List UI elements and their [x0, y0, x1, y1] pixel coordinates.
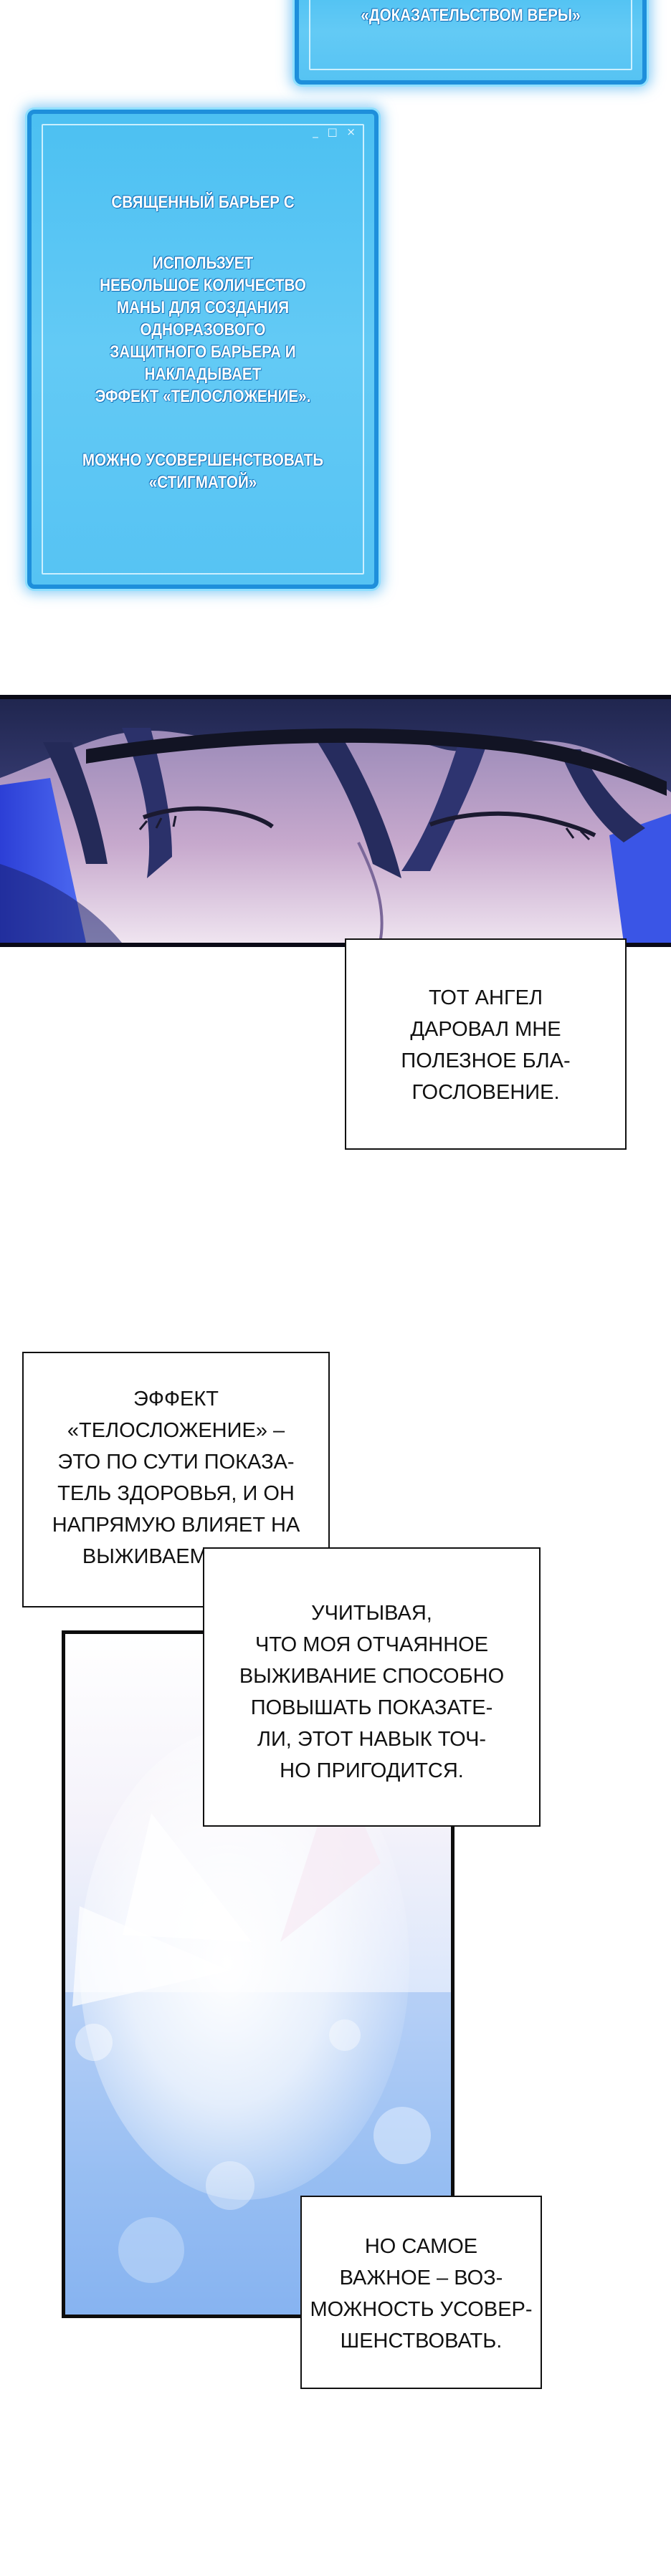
narration-box-constitution: ЭФФЕКТ «ТЕЛОСЛОЖЕНИЕ» – ЭТО ПО СУТИ ПОКА…	[22, 1352, 330, 1607]
narration-text: ТОТ АНГЕЛ ДАРОВАЛ МНЕ ПОЛЕЗНОЕ БЛА- ГОСЛ…	[401, 986, 571, 1104]
skill-upgrade-note: МОЖНО УСОВЕРШЕНСТВОВАТЬ «СТИГМАТОЙ»	[82, 451, 324, 492]
narration-box-upgrade: НО САМОЕ ВАЖНОЕ – ВОЗ- МОЖНОСТЬ УСОВЕР- …	[300, 2196, 542, 2389]
panel-closed-eyes	[0, 695, 671, 947]
narration-text: УЧИТЫВАЯ, ЧТО МОЯ ОТЧАЯННОЕ ВЫЖИВАНИЕ СП…	[239, 1602, 505, 1782]
narration-text: ЭФФЕКТ «ТЕЛОСЛОЖЕНИЕ» – ЭТО ПО СУТИ ПОКА…	[52, 1388, 300, 1568]
narration-box-survival: УЧИТЫВАЯ, ЧТО МОЯ ОТЧАЯННОЕ ВЫЖИВАНИЕ СП…	[203, 1547, 541, 1827]
skill-name: СВЯЩЕННЫЙ БАРЬЕР С	[111, 193, 295, 212]
status-window-top: «ДОКАЗАТЕЛЬСТВОМ ВЕРЫ»	[295, 0, 647, 85]
closed-eyes-illustration	[0, 699, 671, 943]
status-window-frame	[42, 124, 364, 575]
window-controls-icon: _ □ ×	[313, 125, 358, 138]
narration-box-blessing: ТОТ АНГЕЛ ДАРОВАЛ МНЕ ПОЛЕЗНОЕ БЛА- ГОСЛ…	[345, 938, 627, 1150]
status-window-frame	[309, 0, 632, 70]
skill-description: ИСПОЛЬЗУЕТ НЕБОЛЬШОЕ КОЛИЧЕСТВО МАНЫ ДЛЯ…	[95, 254, 311, 406]
narration-text: НО САМОЕ ВАЖНОЕ – ВОЗ- МОЖНОСТЬ УСОВЕР- …	[310, 2235, 533, 2352]
status-window-top-text: «ДОКАЗАТЕЛЬСТВОМ ВЕРЫ»	[361, 6, 581, 25]
status-window-main: _ □ × СВЯЩЕННЫЙ БАРЬЕР С ИСПОЛЬЗУЕТ НЕБО…	[27, 110, 379, 589]
light-burst-illustration	[65, 1727, 451, 2315]
